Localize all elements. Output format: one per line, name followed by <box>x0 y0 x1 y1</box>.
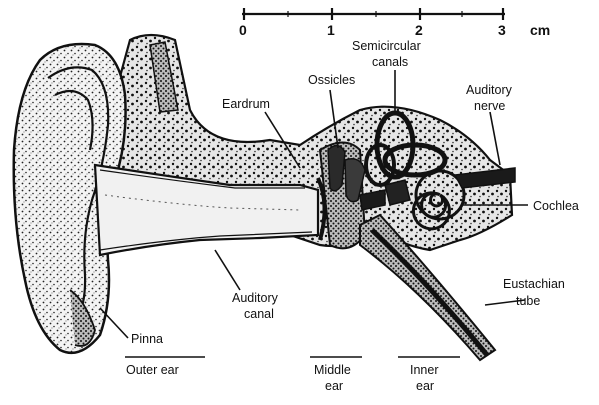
scale-label-1: 1 <box>327 22 335 38</box>
region-middle-ear-line1: Middle <box>314 363 351 377</box>
label-semicircular-line1: Semicircular <box>352 39 421 53</box>
scale-bar: 0 1 2 3 cm <box>239 8 550 38</box>
label-eardrum: Eardrum <box>222 97 270 111</box>
scale-unit: cm <box>530 22 550 38</box>
region-middle-ear-line2: ear <box>325 379 343 393</box>
region-inner-ear-line2: ear <box>416 379 434 393</box>
label-eustachian-line2: tube <box>516 294 540 308</box>
label-auditory-nerve-line1: Auditory <box>466 83 513 97</box>
label-auditory-canal-line1: Auditory <box>232 291 279 305</box>
vestibule <box>385 180 410 205</box>
region-inner-ear-line1: Inner <box>410 363 439 377</box>
malleus <box>328 145 345 190</box>
label-ossicles: Ossicles <box>308 73 355 87</box>
scale-label-0: 0 <box>239 22 247 38</box>
label-cochlea: Cochlea <box>533 199 579 213</box>
region-labels: Outer ear Middle ear Inner ear <box>126 363 439 393</box>
label-auditory-canal-line2: canal <box>244 307 274 321</box>
scale-label-3: 3 <box>498 22 506 38</box>
label-semicircular-line2: canals <box>372 55 408 69</box>
region-outer-ear: Outer ear <box>126 363 179 377</box>
scale-label-2: 2 <box>415 22 423 38</box>
leader-auditory-nerve <box>490 112 500 165</box>
label-eustachian-line1: Eustachian <box>503 277 565 291</box>
label-auditory-nerve-line2: nerve <box>474 99 505 113</box>
label-pinna: Pinna <box>131 332 163 346</box>
leader-auditory-canal <box>215 250 240 290</box>
